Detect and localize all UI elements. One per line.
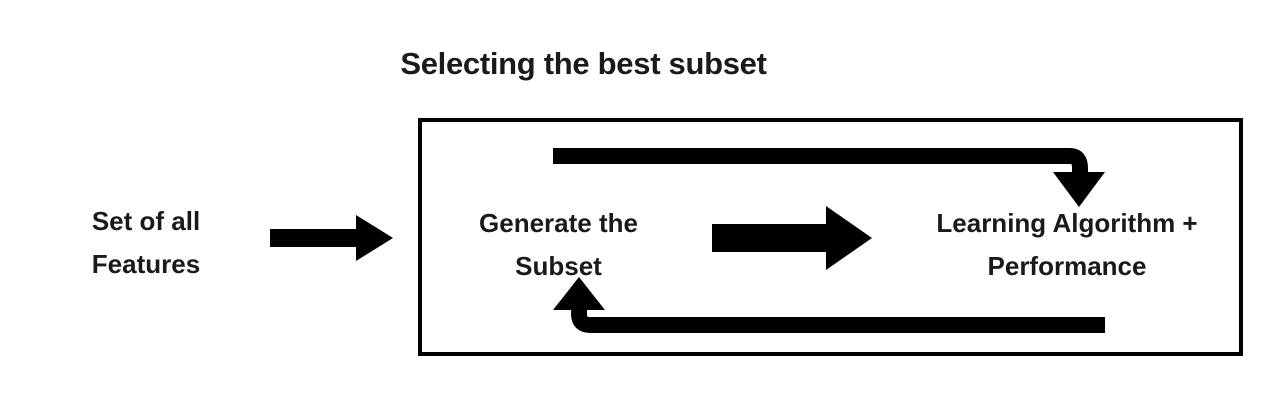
page-title: Selecting the best subset (400, 46, 767, 81)
node-source-line2: Features (91, 249, 201, 279)
node-generate-the-subset: Generate the Subset (432, 202, 685, 288)
arrow-right-icon-input (270, 215, 393, 261)
node-generate-line2: Subset (515, 251, 602, 281)
node-generate-line1: Generate the (479, 208, 638, 238)
node-learning-line2: Performance (987, 251, 1147, 281)
node-source-line1: Set of all (91, 206, 201, 236)
node-learning-line1: Learning Algorithm + (936, 208, 1198, 238)
node-set-of-all-features: Set of all Features (16, 200, 276, 286)
node-learning-algorithm-performance: Learning Algorithm + Performance (880, 202, 1254, 288)
